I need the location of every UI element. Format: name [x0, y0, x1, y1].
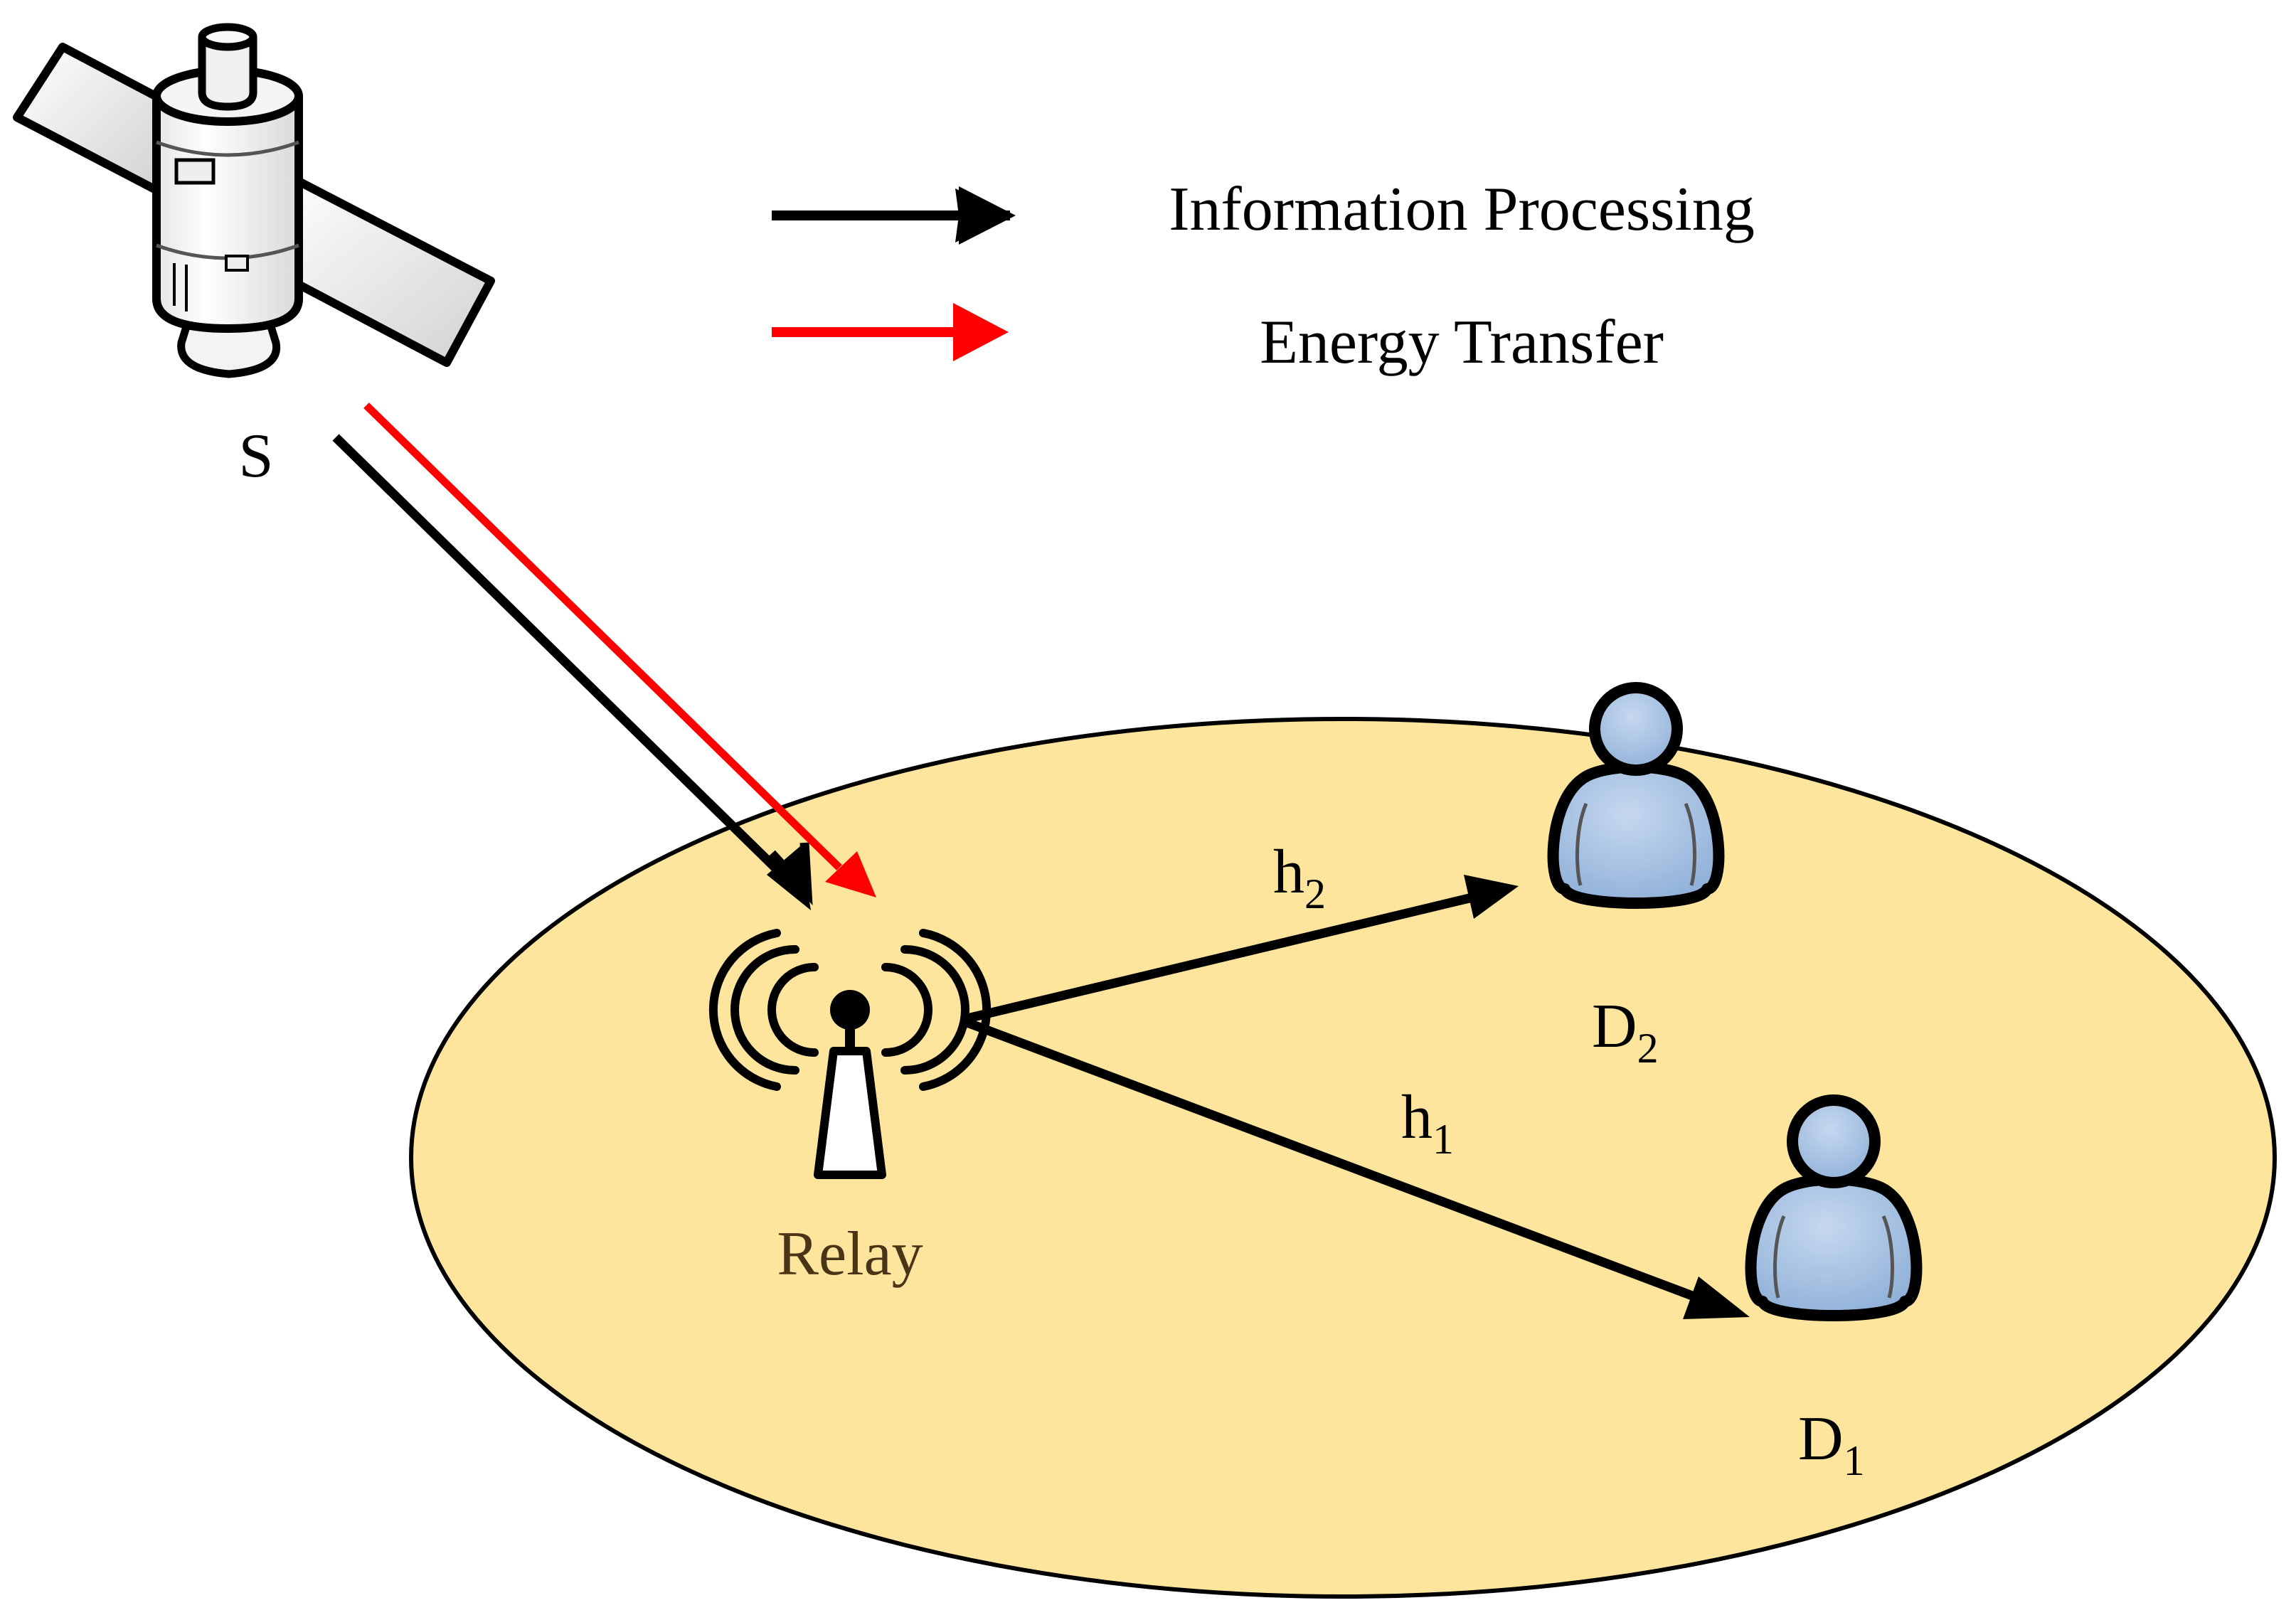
- h2-label: h2: [1273, 838, 1326, 917]
- coverage-area: [409, 717, 2277, 1599]
- user-icon: [1745, 1094, 1923, 1321]
- antenna-tower-icon: [708, 929, 992, 1179]
- h1-label: h1: [1401, 1083, 1454, 1163]
- d1-label: D1: [1798, 1405, 1865, 1484]
- d2-label: D2: [1592, 992, 1659, 1072]
- link-relay-d1: [965, 1018, 1750, 1319]
- satellite-icon: [13, 23, 495, 378]
- info-link-source-relay: [332, 434, 813, 910]
- legend-info-label: Information Processing: [1169, 175, 1755, 244]
- link-relay-d2: [966, 875, 1519, 1023]
- source-label: S: [239, 422, 274, 491]
- legend-energy-label: Energy Transfer: [1260, 308, 1664, 377]
- user-icon: [1547, 682, 1725, 909]
- relay-label: Relay: [777, 1220, 923, 1289]
- energy-link-source-relay: [363, 403, 876, 897]
- legend: Information Processing Energy Transfer: [772, 175, 1755, 377]
